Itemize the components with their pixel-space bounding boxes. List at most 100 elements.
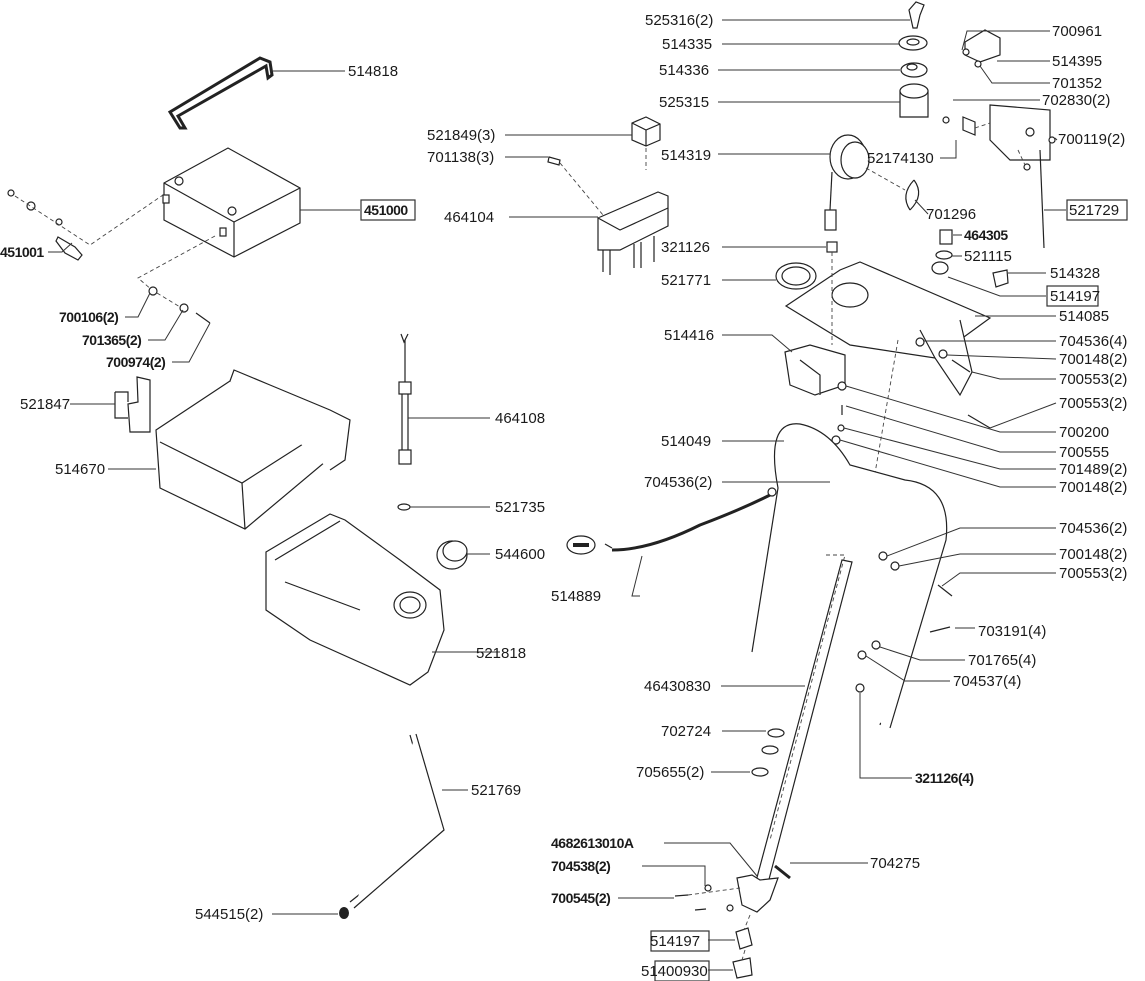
battery-terminal-part <box>7 189 216 324</box>
label-boxes <box>360 199 1128 981</box>
part-label: 702830(2) <box>1042 92 1110 109</box>
part-label: 701296 <box>926 206 976 223</box>
part-label: 521769 <box>471 782 521 799</box>
part-label: 451001 <box>0 244 44 260</box>
rocker-switch-part <box>992 269 1009 288</box>
relay-part <box>631 116 661 170</box>
part-label: 514416 <box>664 327 714 344</box>
shaft-bracket-part <box>674 864 791 913</box>
part-label: 701765(4) <box>968 652 1036 669</box>
part-label: 464108 <box>495 410 545 427</box>
battery-part <box>162 147 301 258</box>
part-label: 701138(3) <box>427 149 494 166</box>
part-label: 704536(4) <box>1059 333 1127 350</box>
part-label: 704536(2) <box>1059 520 1127 537</box>
part-label: 46430830 <box>644 678 711 695</box>
part-label: 700545(2) <box>551 890 610 906</box>
part-label: 700148(2) <box>1059 351 1127 368</box>
o-ring-part <box>397 503 411 511</box>
part-labels: 514818 451000 451001 700106(2) 701365(2)… <box>0 12 1127 980</box>
part-label: 700148(2) <box>1059 479 1127 496</box>
part-label: 521847 <box>20 396 70 413</box>
fuel-tank-part <box>265 513 445 686</box>
panel-gasket-part <box>775 262 817 290</box>
part-label: 525315 <box>659 94 709 111</box>
part-label: 544600 <box>495 546 545 563</box>
hour-meter-part <box>824 134 906 231</box>
part-label: 514395 <box>1052 53 1102 70</box>
part-label: 700148(2) <box>1059 546 1127 563</box>
cable-clip-part <box>826 241 838 345</box>
part-label: 702724 <box>661 723 711 740</box>
part-label: 321126(4) <box>915 770 974 786</box>
part-label: 700200 <box>1059 424 1109 441</box>
part-label: 321126 <box>661 239 710 256</box>
part-label: 704536(2) <box>644 474 712 491</box>
part-label: 514197 <box>1050 288 1100 305</box>
part-label: 705655(2) <box>636 764 704 781</box>
part-label: 521771 <box>661 272 711 289</box>
part-label: 514085 <box>1059 308 1109 325</box>
ground-cable-part <box>566 487 777 555</box>
part-label: 514670 <box>55 461 105 478</box>
battery-strap-part <box>167 56 274 130</box>
part-label: 704275 <box>870 855 920 872</box>
part-label: 544515(2) <box>195 906 263 923</box>
ignition-nut-part <box>898 35 928 51</box>
part-label: 700553(2) <box>1059 395 1127 412</box>
handlebar-part <box>751 423 948 729</box>
retaining-ring-part <box>905 179 920 211</box>
battery-tray-part <box>155 369 351 530</box>
part-label: 514197 <box>650 933 700 950</box>
switch-part <box>962 29 1001 68</box>
fuel-cap-part <box>436 540 468 570</box>
part-label: 464305 <box>964 227 1008 243</box>
part-label: 514328 <box>1050 265 1100 282</box>
part-label: 514335 <box>662 36 712 53</box>
bracket-part <box>942 104 1056 249</box>
part-label: 701352 <box>1052 75 1102 92</box>
part-label: 52174130 <box>867 150 934 167</box>
fuel-sender-part <box>398 333 412 465</box>
ignition-key-part <box>908 1 925 29</box>
part-label: 704537(4) <box>953 673 1021 690</box>
part-label: 700106(2) <box>59 309 118 325</box>
ignition-bezel-part <box>900 62 928 78</box>
part-label: 464104 <box>444 209 494 226</box>
part-label: 51400930 <box>641 963 708 980</box>
part-label: 700119(2) <box>1058 131 1125 148</box>
part-label: 514818 <box>348 63 398 80</box>
retainer-clip-part <box>114 376 151 433</box>
part-label: 700553(2) <box>1059 565 1127 582</box>
shaft-washers-part <box>751 728 785 777</box>
part-label: 521729 <box>1069 202 1119 219</box>
part-label: 521115 <box>964 248 1012 265</box>
hose-clamp-part <box>339 907 349 919</box>
part-label: 514336 <box>659 62 709 79</box>
relay-block-part <box>547 156 669 275</box>
part-label: 521735 <box>495 499 545 516</box>
leader-lines <box>48 19 1066 971</box>
knob-part <box>732 914 753 979</box>
part-label: 521818 <box>476 645 526 662</box>
part-label: 451000 <box>364 202 408 218</box>
mount-part <box>784 344 846 396</box>
part-label: 704538(2) <box>551 858 610 874</box>
ignition-switch-part <box>899 83 929 118</box>
handle-hardware-right <box>855 551 953 693</box>
part-label: 701365(2) <box>82 332 141 348</box>
fuel-hose-part <box>349 733 445 909</box>
control-panel-part <box>784 261 992 397</box>
part-label: 525316(2) <box>645 12 713 29</box>
part-label: 701489(2) <box>1059 461 1127 478</box>
part-label: 700974(2) <box>106 354 165 370</box>
part-label: 4682613010A <box>551 835 634 851</box>
part-label: 703191(4) <box>978 623 1046 640</box>
part-label: 514049 <box>661 433 711 450</box>
part-label: 521849(3) <box>427 127 495 144</box>
part-label: 700553(2) <box>1059 371 1127 388</box>
part-label: 700555 <box>1059 444 1109 461</box>
part-label: 514889 <box>551 588 601 605</box>
part-label: 514319 <box>661 147 711 164</box>
